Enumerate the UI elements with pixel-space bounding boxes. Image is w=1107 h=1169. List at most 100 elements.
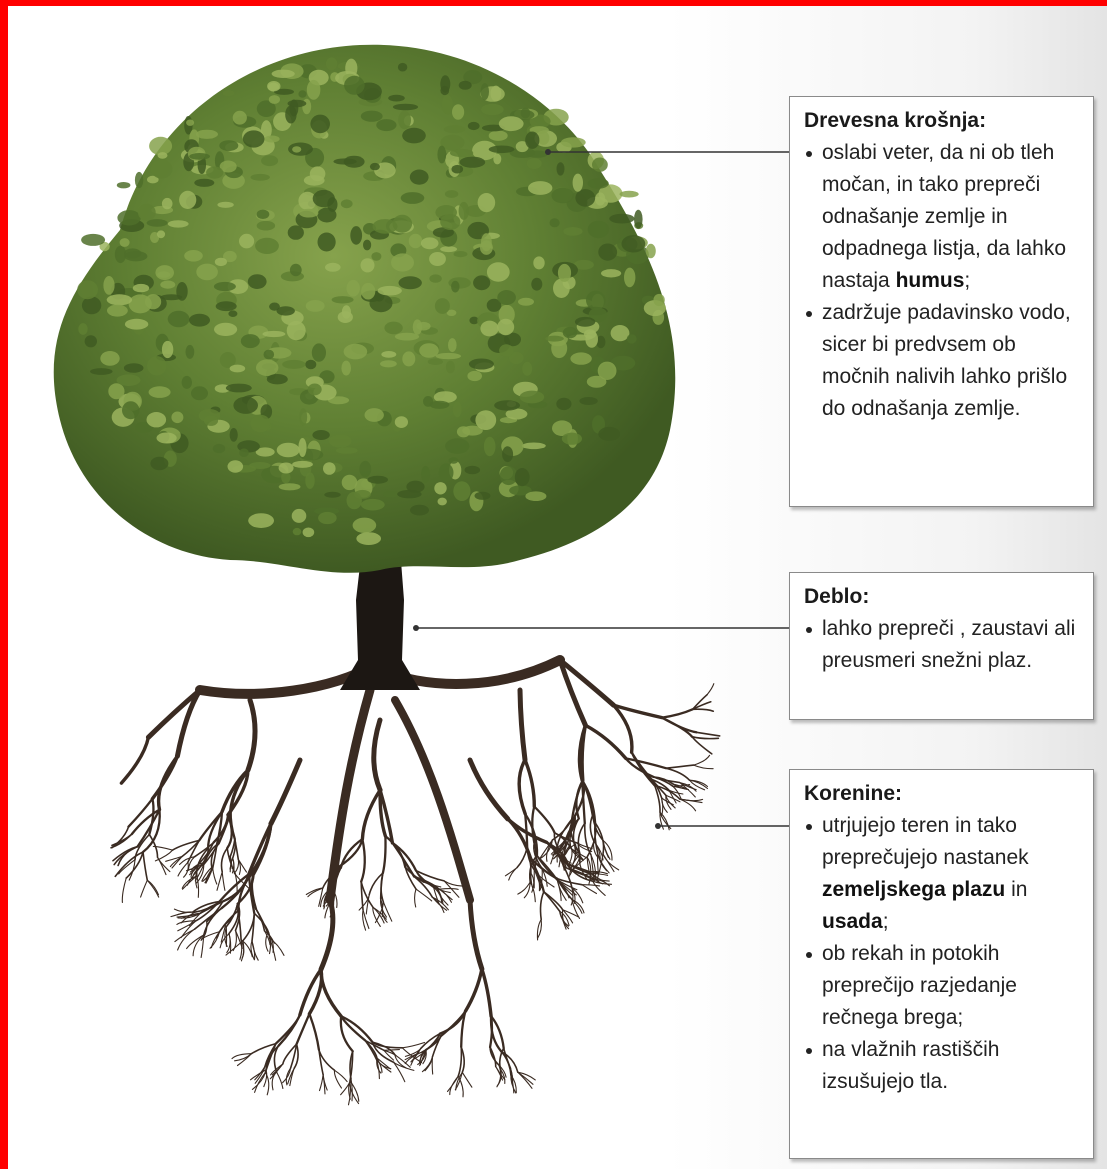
leaf-cluster: [409, 234, 423, 249]
leaf-cluster: [299, 408, 307, 425]
leaf-cluster: [186, 120, 194, 126]
root-strand: [234, 859, 238, 873]
leaf-cluster: [264, 350, 275, 360]
leaf-cluster: [373, 219, 398, 234]
leaf-cluster: [611, 325, 630, 341]
leaf-cluster: [157, 230, 165, 238]
root-strand: [277, 1072, 283, 1089]
leaf-cluster: [367, 476, 388, 484]
leaf-cluster: [552, 188, 574, 203]
leaf-cluster: [239, 234, 254, 249]
leaf-cluster: [361, 499, 385, 511]
leaf-cluster: [429, 252, 446, 266]
root-strand: [696, 732, 719, 736]
root-strand: [466, 969, 482, 1011]
root-strand: [341, 1016, 372, 1042]
leaf-cluster: [293, 528, 302, 535]
leaf-cluster: [122, 401, 139, 419]
leaf-cluster: [219, 140, 238, 151]
root-strand: [143, 852, 147, 880]
leaf-cluster: [550, 218, 560, 227]
leaf-cluster: [588, 221, 609, 238]
leaf-cluster: [77, 280, 98, 299]
root-strand: [525, 760, 534, 807]
leaf-cluster: [487, 262, 510, 281]
leaf-cluster: [217, 202, 233, 208]
roots-icon: [111, 660, 720, 1105]
root-strand: [585, 725, 625, 758]
root-strand: [416, 889, 432, 901]
root-strand: [593, 881, 612, 884]
root-strand: [309, 1014, 319, 1050]
term-zemeljski-plaz: zemeljskega plazu: [822, 878, 1005, 901]
leaf-cluster: [312, 343, 326, 361]
leaf-cluster: [147, 412, 167, 427]
leaf-cluster: [100, 351, 119, 366]
leaf-cluster: [454, 251, 468, 257]
trunk-title: Deblo:: [804, 581, 1083, 613]
leaf-cluster: [344, 344, 368, 360]
crown-info-box: Drevesna krošnja: oslabi veter, da ni ob…: [789, 96, 1094, 507]
leaf-cluster: [575, 317, 595, 327]
leaf-cluster: [213, 444, 225, 453]
leaf-cluster: [230, 365, 246, 373]
leaf-cluster: [257, 210, 270, 219]
leaf-cluster: [342, 475, 358, 490]
leaf-cluster: [500, 466, 518, 485]
leaf-cluster: [475, 410, 496, 430]
leaf-cluster: [421, 237, 439, 249]
leaf-cluster: [308, 384, 322, 396]
root-strand: [693, 695, 708, 710]
root-strand: [148, 690, 200, 737]
root-strand: [462, 1072, 472, 1087]
leaf-cluster: [453, 481, 470, 501]
root-strand: [183, 876, 197, 889]
leaf-cluster: [528, 181, 552, 195]
leaf-cluster: [473, 275, 490, 290]
root-strand: [415, 889, 416, 907]
leaf-cluster: [465, 466, 481, 475]
leaf-cluster: [446, 361, 455, 374]
root-strand: [470, 760, 508, 819]
leaf-cluster: [380, 360, 397, 367]
leaf-cluster: [267, 374, 288, 384]
leaf-cluster: [410, 170, 429, 185]
leaf-cluster: [397, 490, 421, 498]
roots-item-text: ;: [883, 910, 889, 933]
leaf-cluster: [399, 276, 422, 289]
leaf-cluster: [620, 191, 639, 198]
root-strand: [614, 705, 632, 752]
leaf-cluster: [398, 63, 407, 72]
leaf-cluster: [133, 284, 149, 292]
leaf-cluster: [306, 300, 325, 312]
roots-list: utrjujejo teren in tako preprečujejo nas…: [804, 810, 1083, 1098]
leaf-cluster: [103, 276, 114, 295]
leaf-cluster: [434, 482, 446, 494]
root-strand: [129, 799, 153, 827]
leaf-cluster: [82, 297, 101, 315]
root-strand: [541, 892, 544, 920]
leaf-cluster: [573, 174, 583, 192]
leaf-cluster: [480, 240, 493, 255]
leaf-cluster: [124, 363, 144, 373]
leaf-cluster: [484, 437, 496, 456]
leaf-cluster: [138, 204, 156, 221]
root-strand: [520, 690, 525, 760]
leaf-cluster: [117, 210, 140, 225]
leaf-cluster: [499, 116, 524, 131]
root-strand: [693, 709, 714, 711]
leaf-cluster: [298, 90, 306, 98]
leaf-cluster: [395, 333, 419, 341]
leaf-cluster: [475, 492, 491, 500]
leaf-cluster: [416, 322, 430, 331]
crown-item-text: ;: [964, 269, 970, 292]
root-strand: [248, 700, 255, 770]
leaf-cluster: [545, 336, 564, 342]
leaf-cluster: [168, 311, 190, 327]
leaf-cluster: [429, 401, 449, 409]
leaf-cluster: [402, 128, 426, 144]
root-strand: [384, 1050, 400, 1051]
leaf-cluster: [388, 95, 405, 102]
leaf-cluster: [261, 155, 278, 166]
leaf-cluster: [292, 146, 301, 152]
